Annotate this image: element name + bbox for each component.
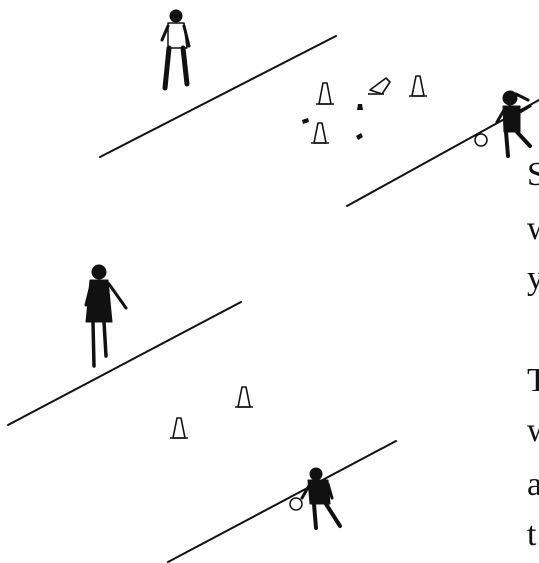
- cone-icon: [316, 83, 334, 104]
- bib-icon: [302, 118, 309, 124]
- cone-icon: [170, 418, 188, 438]
- edge-text-line: w: [527, 414, 539, 448]
- edge-text-line: S: [527, 158, 539, 192]
- cone-icon: [409, 76, 427, 96]
- cone-icon: [235, 387, 253, 407]
- edge-text-line: w: [527, 212, 539, 246]
- edge-text-line: t: [527, 518, 536, 552]
- boy-dribbling-figure: [302, 468, 340, 528]
- field-line-bottom: [168, 441, 396, 562]
- field-line-top: [100, 36, 336, 157]
- girl-dribbling-figure: [497, 91, 530, 156]
- edge-text-line: y: [527, 262, 539, 296]
- field-line-middle: [8, 302, 241, 425]
- edge-text-line: T: [527, 364, 539, 398]
- bib-icon: [357, 104, 363, 110]
- soccer-ball-icon: [290, 498, 302, 510]
- edge-text-line: a: [527, 468, 539, 502]
- cone-icon: [368, 78, 390, 94]
- bib-icon: [356, 133, 363, 140]
- woman-standing-figure: [86, 265, 126, 366]
- coach-figure: [162, 10, 189, 88]
- soccer-ball-icon: [475, 134, 487, 146]
- cone-icon: [311, 123, 329, 143]
